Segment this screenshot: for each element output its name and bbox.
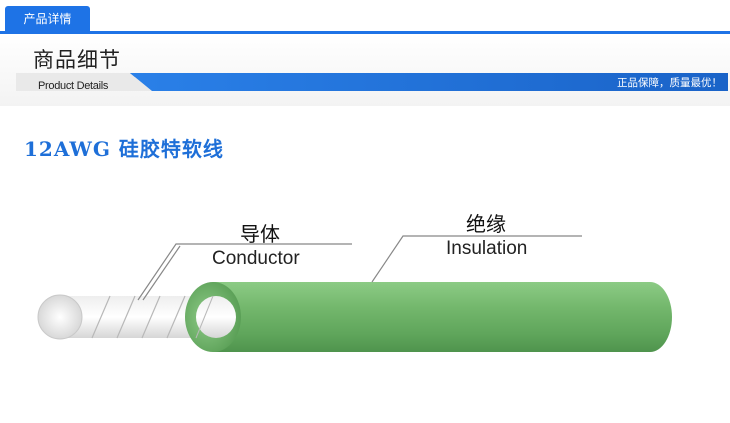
cable-illustration [37, 235, 672, 352]
cable-diagram: 导体 Conductor 绝缘 Insulation [0, 190, 730, 419]
tab-bar: 产品详情 [0, 0, 730, 34]
section-title: 商品细节 [33, 48, 121, 72]
insulation-label-cn: 绝缘 [466, 212, 506, 236]
product-title: 12AWG 硅胶特软线 [24, 137, 224, 161]
tab-product-details[interactable]: 产品详情 [5, 6, 90, 32]
section-header: 商品细节 Product Details 正品保障，质量最优！ [0, 34, 730, 106]
insulation-callout-line [371, 235, 582, 283]
insulation-jacket [185, 282, 672, 352]
insulation-label-en: Insulation [446, 238, 528, 259]
section-subtitle: Product Details [38, 80, 109, 92]
section-banner [16, 73, 728, 91]
section-slogan: 正品保障，质量最优！ [617, 77, 722, 89]
conductor-label-en: Conductor [212, 248, 300, 269]
conductor-callout-line [137, 243, 352, 301]
tab-underline [0, 31, 730, 34]
conductor-label-cn: 导体 [240, 222, 280, 246]
